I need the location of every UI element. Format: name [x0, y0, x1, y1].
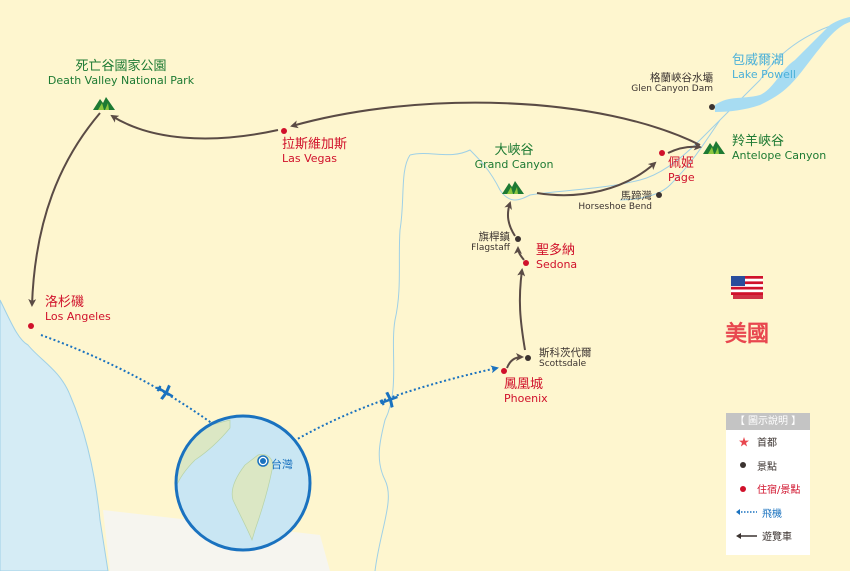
dot-flagstaff — [515, 236, 521, 242]
place-taiwan: 台灣 — [271, 458, 293, 471]
us-flag-icon — [731, 276, 763, 299]
red-dot-icon — [739, 485, 757, 493]
route-antelope-to-lasvegas — [290, 101, 701, 146]
route-lasvegas-to-deathvalley — [110, 114, 279, 140]
legend-item-tour-bus: 遊覽車 — [726, 524, 810, 548]
dot-los-angeles — [28, 323, 34, 329]
star-icon — [739, 436, 757, 447]
route-deathvalley-to-la — [28, 112, 101, 307]
lake-powell — [715, 17, 850, 112]
route-sedona-to-flagstaff — [514, 246, 525, 261]
taiwan-island — [231, 454, 274, 542]
legend-title: 【 圖示說明 】 — [726, 413, 810, 430]
state-border — [409, 19, 850, 201]
legend-item-attraction: 景點 — [726, 454, 810, 478]
flight-taiwan-to-phoenix — [270, 365, 499, 456]
place-lake-powell: 包威爾湖 Lake Powell — [732, 53, 796, 81]
taiwan-inset-border — [174, 414, 312, 552]
flight-la-to-taiwan — [40, 334, 255, 458]
dot-horseshoe-bend — [656, 192, 662, 198]
pacific-ocean — [0, 299, 109, 571]
legend-item-stay: 住宿/景點 — [726, 477, 810, 501]
place-page: 佩姬 Page — [668, 156, 695, 184]
place-los-angeles: 洛杉磯 Los Angeles — [45, 295, 111, 323]
colorado-river — [619, 119, 721, 201]
legend-item-capital: 首都 — [726, 430, 810, 454]
route-scottsdale-to-sedona — [517, 268, 526, 351]
legend-item-flight: 飛機 — [726, 501, 810, 525]
country-label: 美國 — [725, 321, 770, 347]
solid-arrow-icon — [736, 532, 762, 540]
mountain-icon-death-valley — [93, 97, 115, 110]
route-phoenix-to-scottsdale — [506, 353, 524, 369]
dot-glen-canyon-dam — [709, 104, 715, 110]
place-phoenix: 鳳凰城 Phoenix — [504, 377, 548, 405]
map-legend: 【 圖示說明 】 首都 景點 住宿/景點 飛機 遊覽車 — [726, 413, 810, 555]
place-glen-canyon-dam: 格蘭峽谷水壩 Glen Canyon Dam — [631, 72, 713, 95]
route-flagstaff-to-grandcanyon — [504, 201, 516, 237]
route-page-to-antelope — [667, 142, 702, 154]
mountain-icon-antelope-canyon — [703, 141, 725, 154]
place-grand-canyon: 大峽谷 Grand Canyon — [474, 143, 554, 171]
dot-page — [659, 150, 665, 156]
place-antelope-canyon: 羚羊峽谷 Antelope Canyon — [732, 134, 827, 162]
place-sedona: 聖多納 Sedona — [536, 243, 578, 271]
route-grandcanyon-to-page — [536, 161, 657, 197]
airplane-icon — [380, 391, 398, 408]
dot-scottsdale — [525, 355, 531, 361]
mountain-icon-grand-canyon — [502, 181, 524, 194]
dot-icon — [739, 461, 757, 469]
place-flagstaff: 旗桿鎮 Flagstaff — [471, 231, 510, 254]
dot-las-vegas — [281, 128, 287, 134]
airplane-icon — [156, 384, 174, 400]
dot-phoenix — [501, 368, 507, 374]
place-scottsdale: 斯科茨代爾 Scottsdale — [539, 347, 592, 370]
dotted-arrow-icon — [736, 508, 762, 516]
place-horseshoe-bend: 馬蹄灣 Horseshoe Bend — [578, 190, 652, 213]
place-death-valley: 死亡谷國家公園 Death Valley National Park — [47, 59, 195, 87]
dot-sedona — [523, 260, 529, 266]
place-las-vegas: 拉斯維加斯 Las Vegas — [282, 137, 348, 165]
state-border — [374, 154, 411, 571]
